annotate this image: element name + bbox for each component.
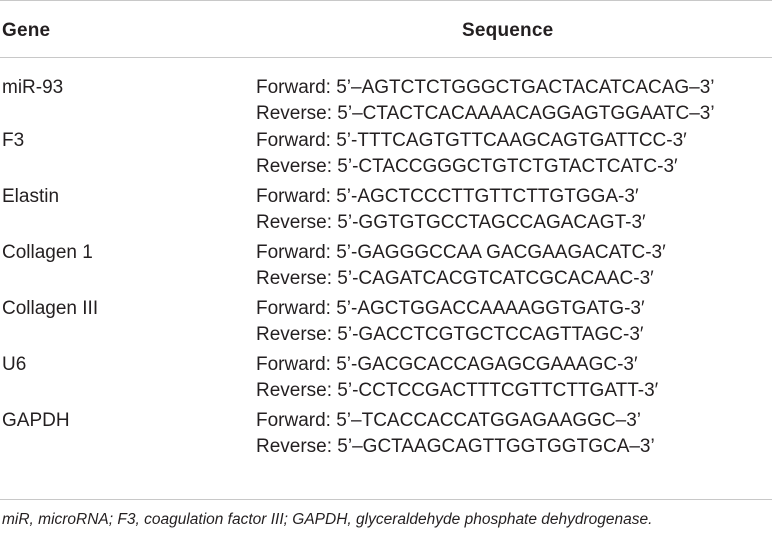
forward-primer: Forward: 5’-TTTCAGTGTTCAAGCAGTGATTCC-3′ [256,130,687,151]
gene-name: U6 [2,354,27,375]
gene-name: Collagen 1 [2,242,93,263]
table-row: F3 Forward: 5’-TTTCAGTGTTCAAGCAGTGATTCC-… [0,122,772,178]
reverse-primer: Reverse: 5’-GACCTCGTGCTCCAGTTAGC-3′ [256,324,644,345]
gene-name: miR-93 [2,77,64,98]
reverse-primer: Reverse: 5’–CTACTCACAAAACAGGAGTGGAATC–3’ [256,103,715,124]
table-bottom-rule [0,499,772,500]
table-header: Gene Sequence [0,0,772,58]
table-row: U6 Forward: 5’-GACGCACCAGAGCGAAAGC-3′ Re… [0,346,772,402]
forward-primer: Forward: 5’–AGTCTCTGGGCTGACTACATCACAG–3’ [256,77,715,98]
gene-name: GAPDH [2,410,70,431]
table-row: Collagen III Forward: 5’-AGCTGGACCAAAAGG… [0,290,772,346]
table-row: Collagen 1 Forward: 5’-GAGGGCCAA GACGAAG… [0,234,772,290]
forward-primer: Forward: 5’-GAGGGCCAA GACGAAGACATC-3′ [256,242,666,263]
gene-name: Elastin [2,186,60,207]
reverse-primer: Reverse: 5’-CAGATCACGTCATCGCACAAC-3′ [256,268,654,289]
forward-primer: Forward: 5’-GACGCACCAGAGCGAAAGC-3′ [256,354,638,375]
table-row: GAPDH Forward: 5’–TCACCACCATGGAGAAGGC–3’… [0,402,772,458]
forward-primer: Forward: 5’–TCACCACCATGGAGAAGGC–3’ [256,410,642,431]
gene-name: F3 [2,130,25,151]
reverse-primer: Reverse: 5’-CTACCGGGCTGTCTGTACTCATC-3′ [256,156,678,177]
reverse-primer: Reverse: 5’-GGTGTGCCTAGCCAGACAGT-3′ [256,212,646,233]
table-footnote: miR, microRNA; F3, coagulation factor II… [2,511,653,528]
gene-name: Collagen III [2,298,99,319]
forward-primer: Forward: 5’-AGCTCCCTTGTTCTTGTGGA-3′ [256,186,639,207]
sequence-column-header: Sequence [462,20,554,41]
table-row: Elastin Forward: 5’-AGCTCCCTTGTTCTTGTGGA… [0,178,772,234]
reverse-primer: Reverse: 5’–GCTAAGCAGTTGGTGGTGCA–3’ [256,436,655,457]
forward-primer: Forward: 5’-AGCTGGACCAAAAGGTGATG-3′ [256,298,645,319]
gene-column-header: Gene [2,20,51,41]
table-row: miR-93 Forward: 5’–AGTCTCTGGGCTGACTACATC… [0,58,772,124]
reverse-primer: Reverse: 5’-CCTCCGACTTTCGTTCTTGATT-3′ [256,380,659,401]
table-body: miR-93 Forward: 5’–AGTCTCTGGGCTGACTACATC… [0,58,772,458]
